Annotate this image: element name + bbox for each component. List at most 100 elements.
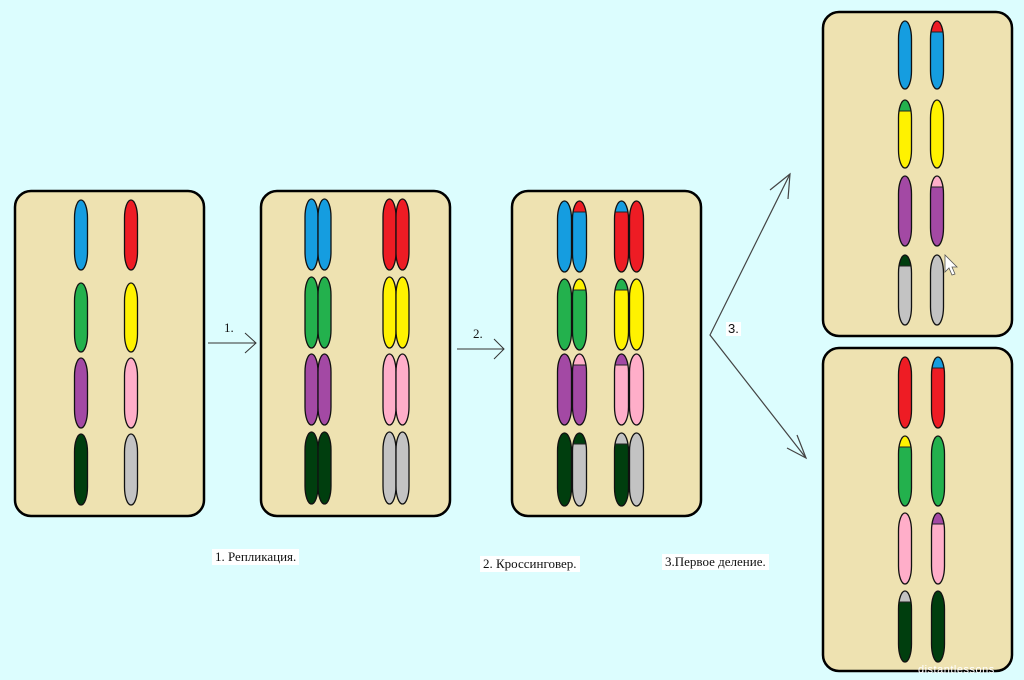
chromatid: [898, 176, 912, 246]
caption-first-division: 3.Первое деление.: [662, 554, 769, 570]
chromatid: [898, 21, 912, 89]
chromatid: [396, 199, 409, 270]
arrow-label-1: 1.: [224, 320, 234, 335]
arrow-first-division: [709, 172, 808, 460]
chromatid: [396, 277, 409, 348]
chromatid-outline: [73, 282, 89, 353]
chromosome: [556, 432, 588, 507]
chromosome: [897, 356, 913, 429]
chromatid-outline: [123, 282, 139, 353]
chromatid-outline: [897, 20, 913, 90]
cell-membrane: [259, 189, 452, 518]
chromosome: [930, 512, 946, 585]
chromatid: [898, 357, 912, 428]
chromatid: [396, 432, 409, 504]
chromatid-outline: [73, 433, 89, 506]
chromatid-outline: [929, 20, 945, 90]
replicated-cell: [259, 189, 452, 518]
crossover-segment: [898, 591, 912, 602]
chromatid-outline: [897, 590, 913, 663]
chromatid: [931, 436, 945, 506]
chromosome: [897, 512, 913, 585]
chromosome: [929, 175, 945, 247]
crossover-segment: [614, 201, 629, 212]
chromatid: [557, 354, 572, 425]
cell-membrane: [821, 346, 1014, 673]
chromatid: [383, 199, 396, 270]
chromosome: [897, 435, 913, 507]
watermark: distantlessons: [918, 664, 995, 676]
chromatid-outline: [317, 353, 332, 426]
chromatid: [74, 434, 88, 505]
crossover-segment: [614, 433, 629, 444]
chromosome: [73, 199, 89, 271]
chromosome: [382, 431, 410, 505]
chromosome: [930, 356, 946, 429]
chromosome: [382, 276, 410, 349]
chromosome: [123, 199, 139, 271]
chromatid-outline: [123, 433, 139, 506]
chromatid: [396, 354, 409, 425]
chromosome: [73, 433, 89, 506]
chromatid: [930, 100, 944, 168]
chromatid-outline: [556, 278, 573, 351]
cell-membrane: [821, 10, 1014, 338]
chromosome: [613, 200, 645, 273]
chromosome: [613, 278, 645, 351]
chromatid: [318, 199, 331, 270]
arrow-label-2: 2.: [473, 326, 483, 341]
chromatid: [318, 354, 331, 425]
chromatid: [930, 255, 944, 325]
chromosome: [556, 200, 588, 273]
cells-layer: [13, 10, 1014, 673]
chromatid-outline: [571, 432, 588, 507]
chromosome: [382, 353, 410, 426]
chromosome: [929, 254, 945, 326]
chromosome: [613, 432, 645, 507]
chromatid: [74, 283, 88, 352]
chromatid-outline: [317, 198, 332, 271]
daughter-cell-bottom: [821, 346, 1014, 673]
chromosome: [304, 353, 332, 426]
crossover-segment: [930, 21, 944, 32]
chromatid-outline: [571, 278, 588, 351]
chromatid: [572, 201, 587, 272]
chromatid-outline: [556, 353, 573, 426]
chromatid: [318, 432, 331, 504]
chromosome: [73, 282, 89, 353]
chromatid: [930, 21, 944, 89]
chromatid-outline: [930, 512, 946, 585]
chromatid: [572, 433, 587, 506]
chromosome: [304, 198, 332, 271]
crossover-segment: [572, 279, 587, 290]
chromatid: [557, 201, 572, 272]
chromosome: [929, 99, 945, 169]
caption-crossing-over: 2. Кроссинговер.: [480, 556, 580, 572]
arrow-replication: [208, 332, 257, 354]
initial-cell: [13, 189, 206, 518]
crossover-segment: [898, 255, 912, 266]
chromatid-outline: [73, 199, 89, 271]
chromatid: [124, 200, 138, 270]
chromatid: [305, 277, 318, 348]
chromatid-outline: [930, 590, 946, 663]
chromosome: [123, 357, 139, 429]
chromatid-outline: [897, 175, 913, 247]
chromatid-outline: [571, 200, 588, 273]
chromosome: [613, 353, 645, 426]
chromosome: [897, 590, 913, 663]
chromosome: [556, 353, 588, 426]
chromosome: [930, 435, 946, 507]
chromatid-outline: [897, 99, 913, 169]
chromosome: [930, 590, 946, 663]
chromatid-outline: [897, 435, 913, 507]
chromatid: [124, 358, 138, 428]
crossover-cell: [510, 189, 703, 518]
chromatid: [898, 591, 912, 662]
cell-membrane: [510, 189, 703, 518]
daughter-cell-top: [821, 10, 1014, 338]
chromatid-outline: [628, 200, 645, 273]
chromosome: [304, 276, 332, 349]
chromatid-outline: [930, 356, 946, 429]
chromatid: [898, 255, 912, 325]
